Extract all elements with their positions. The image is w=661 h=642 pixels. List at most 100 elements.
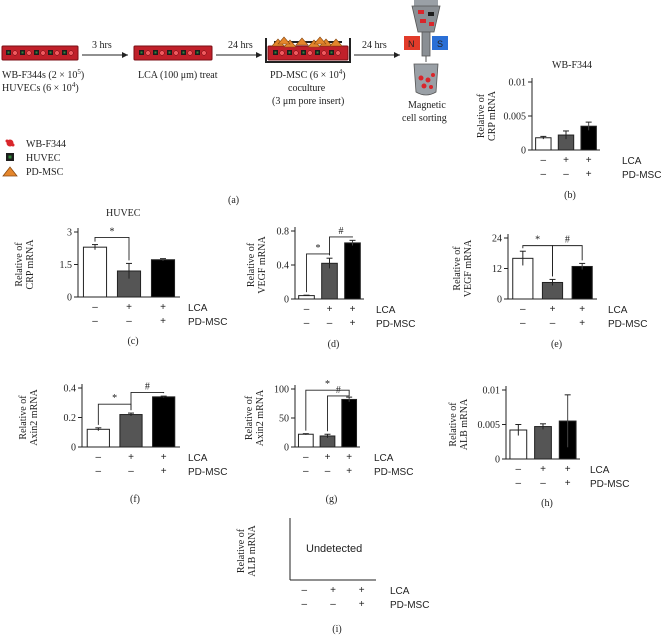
lca-mark-2: + [330, 585, 336, 596]
lca-mark-1: – [304, 304, 310, 315]
pdmsc-mark-3: + [579, 318, 585, 329]
wb-cell [187, 50, 193, 56]
pdmsc-mark-3: + [346, 466, 352, 477]
step1-line1: WB-F344s (2 × 105) [2, 68, 84, 81]
y-tick-label: 0.2 [64, 413, 77, 424]
y-axis-label: Relative of [452, 246, 463, 291]
bar-2 [321, 262, 338, 300]
undetected-note: Undetected [306, 543, 362, 555]
pdmsc-mark-2: – [540, 478, 546, 489]
pdmsc-mark-1: – [304, 318, 310, 329]
lca-mark-2: + [325, 452, 331, 463]
lca-row-label: LCA [622, 156, 642, 167]
step3-line3: (3 μm pore insert) [272, 96, 344, 107]
y-tick-label: 0.4 [277, 261, 290, 272]
lca-mark-2: + [128, 452, 134, 463]
y-axis-label: ALB mRNA [247, 525, 258, 577]
pdmsc-mark-3: + [565, 478, 571, 489]
wb-cell [54, 50, 60, 56]
pdmsc-mark-3: + [350, 318, 356, 329]
step2-label: LCA (100 μm) treat [138, 70, 218, 81]
y-tick-label: 0.01 [483, 386, 501, 397]
pdmsc-mark-1: – [96, 466, 102, 477]
step3-line1: PD-MSC (6 × 104) [270, 68, 346, 81]
legend-msc-label: PD-MSC [26, 167, 64, 178]
pdmsc-mark-1: – [516, 478, 522, 489]
pdmsc-mark-2: – [563, 169, 569, 180]
significance-bracket [329, 236, 353, 256]
bar-3 [152, 396, 176, 448]
y-axis-label: Relative of [244, 395, 255, 440]
lca-mark-2: + [540, 464, 546, 475]
panel-label-f: (f) [130, 494, 140, 505]
y-tick-label: 0 [497, 295, 502, 306]
bar-1 [298, 295, 315, 300]
chart-title: HUVEC [106, 208, 141, 219]
pdmsc-mark-2: – [128, 466, 134, 477]
lca-row-label: LCA [590, 465, 610, 476]
bar-3 [344, 242, 361, 300]
y-tick-label: 0.01 [509, 78, 527, 89]
y-tick-label: 50 [279, 414, 289, 425]
cell-legend: WB-F344 HUVEC PD-MSC [2, 139, 66, 178]
magnet-n-label: N [408, 39, 415, 49]
y-axis-label: VEGF mRNA [257, 235, 268, 293]
pdmsc-mark-3: + [359, 599, 365, 610]
bar-2 [119, 414, 143, 448]
y-tick-label: 100 [274, 385, 289, 396]
bar-1 [535, 137, 552, 151]
y-axis-label: Axin2 mRNA [29, 389, 40, 446]
pdmsc-row-label: PD-MSC [390, 600, 429, 611]
pdmsc-row-label: PD-MSC [188, 467, 227, 478]
panel-label-c: (c) [127, 336, 138, 347]
pdmsc-mark-1: – [541, 169, 547, 180]
arrow2-label: 24 hrs [228, 40, 253, 51]
culture-dish-3-with-insert [265, 36, 351, 63]
arrow3-label: 24 hrs [362, 40, 387, 51]
significance-bracket [94, 236, 130, 261]
lca-mark-1: – [520, 304, 526, 315]
wb-cell [279, 50, 285, 56]
wb-cell [12, 50, 18, 56]
bar-1 [297, 433, 314, 448]
significance-bracket [327, 394, 350, 432]
pdmsc-mark-1: – [302, 599, 308, 610]
y-tick-label: 0 [71, 443, 76, 454]
wb-cell [68, 50, 74, 56]
y-axis-label: CRP mRNA [25, 239, 36, 290]
significance-mark: # [145, 381, 150, 392]
y-tick-label: 12 [492, 264, 502, 275]
y-axis-label: Relative of [236, 528, 247, 573]
step4-line2: cell sorting [402, 113, 447, 124]
y-tick-label: 0 [67, 293, 72, 304]
msc-cell [329, 38, 343, 47]
wb-cell [40, 50, 46, 56]
step4-line1: Magnetic [408, 100, 446, 111]
wb-cell [307, 50, 313, 56]
significance-mark: * [316, 243, 321, 254]
dish-3-msc-cells [271, 36, 343, 48]
wb-cell [201, 50, 207, 56]
pdmsc-mark-3: + [160, 316, 166, 327]
pdmsc-row-label: PD-MSC [608, 319, 647, 330]
lca-mark-3: + [579, 304, 585, 315]
lca-mark-3: + [350, 304, 356, 315]
significance-mark: # [336, 385, 341, 396]
lca-mark-1: – [302, 585, 308, 596]
y-tick-label: 0.005 [478, 420, 501, 431]
msc-cell [313, 36, 327, 45]
wb-cell [173, 50, 179, 56]
pdmsc-mark-2: – [327, 318, 333, 329]
pdmsc-row-label: PD-MSC [188, 317, 227, 328]
step3-line2: coculture [288, 83, 326, 94]
bar-3 [150, 259, 176, 298]
panel-label-i: (i) [332, 624, 341, 635]
lca-mark-2: + [550, 304, 556, 315]
y-tick-label: 1.5 [60, 260, 73, 271]
pdmsc-mark-3: + [161, 466, 167, 477]
